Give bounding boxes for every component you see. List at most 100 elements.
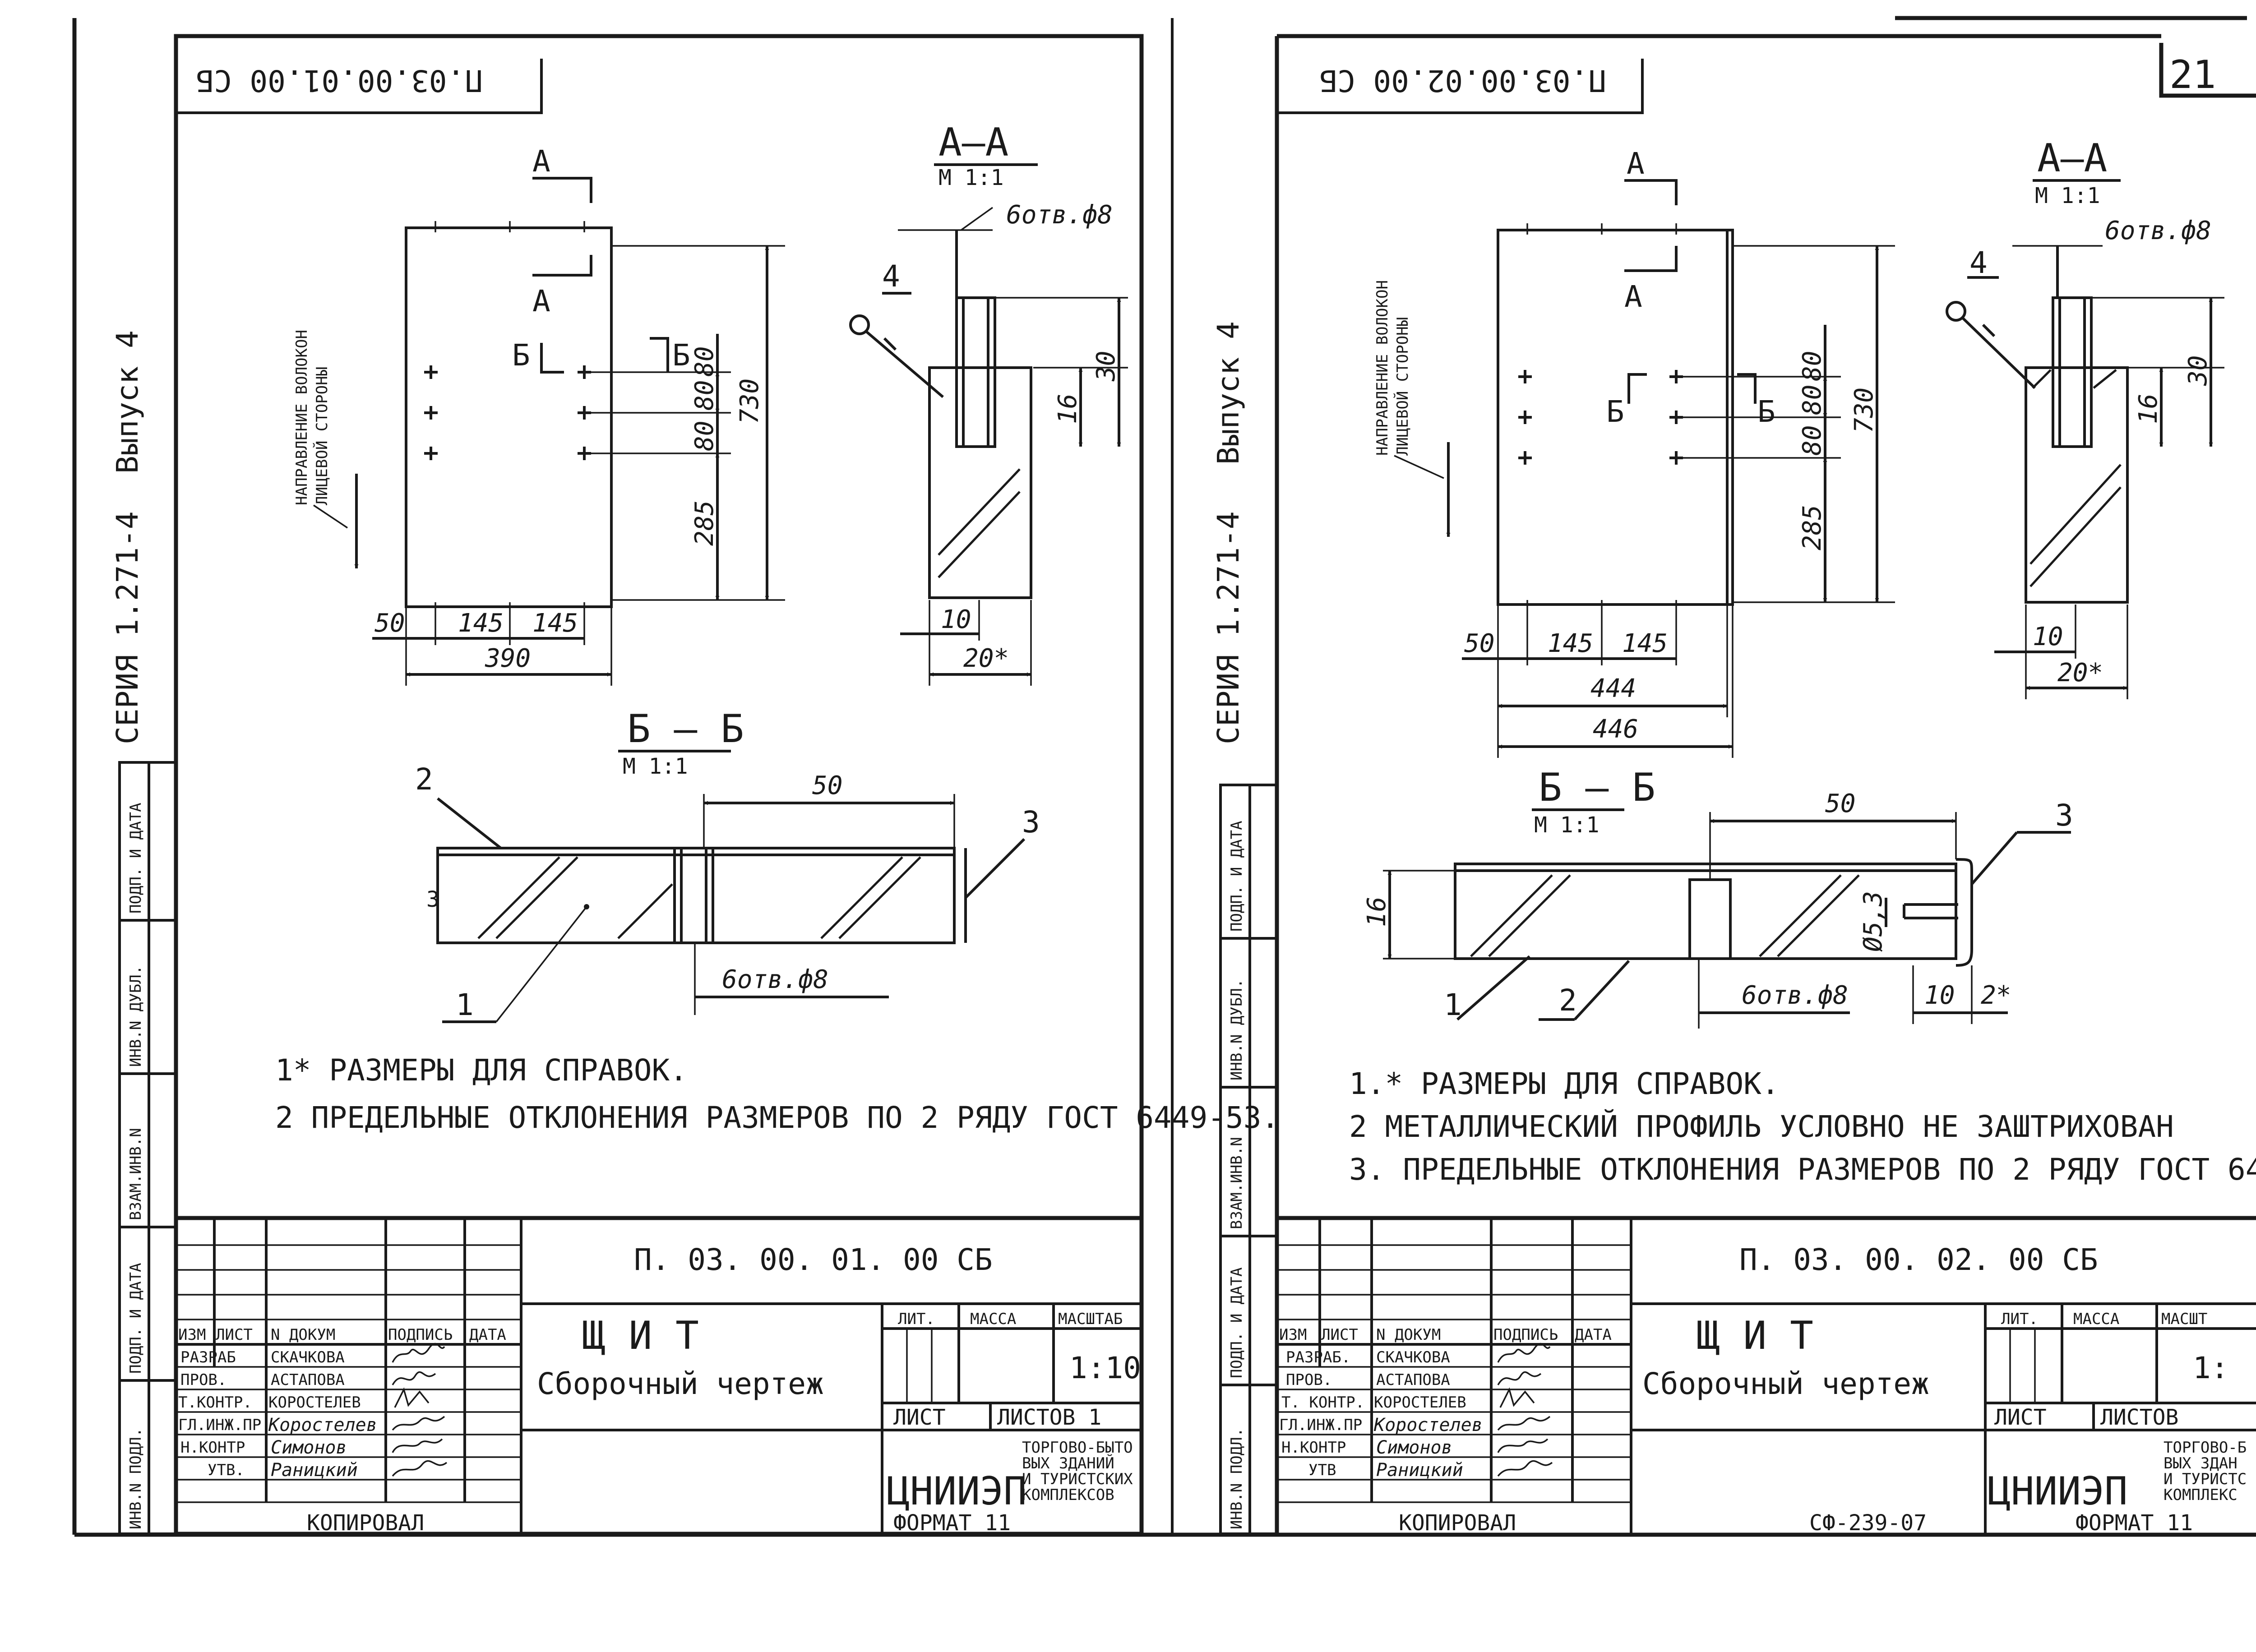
left-mark-b-left: Б <box>512 338 530 373</box>
right-grain-label: НАПРАВЛЕНИЕ ВОЛОКОН ЛИЦЕВОЙ СТОРОНЫ <box>1373 280 1451 537</box>
stamp-footer: СФ-239-07 <box>1809 1510 1927 1536</box>
right-org-sub-3: КОМПЛЕКС <box>2164 1486 2238 1504</box>
left-title-main: Щ И Т <box>582 1313 699 1358</box>
right-grain-text-1: ЛИЦЕВОЙ СТОРОНЫ <box>1393 317 1412 456</box>
right-front-view: А А Б Б 730 80 80 80 285 <box>1462 146 1895 758</box>
left-aa-30: 30 <box>1091 351 1121 382</box>
right-callout-4: 4 <box>1969 245 1988 280</box>
right-dim-145b: 145 <box>1622 629 1668 658</box>
left-role-1: ПРОВ. <box>180 1371 227 1389</box>
right-section-aa: А—А М 1:1 6отв.ф8 4 30 16 <box>1946 136 2224 699</box>
right-title-sub: Сборочный чертеж <box>1642 1366 1929 1401</box>
left-role-4: Н.КОНТР <box>180 1439 245 1457</box>
left-title-code: П. 03. 00. 01. 00 СБ <box>634 1242 993 1277</box>
left-bb-50: 50 <box>812 771 842 800</box>
right-format: ФОРМАТ 11 <box>2076 1510 2193 1536</box>
left-role-3: ГЛ.ИНЖ.ПР <box>178 1416 261 1434</box>
right-role-4: Н.КОНТР <box>1281 1439 1346 1457</box>
right-name-4: Симонов <box>1376 1437 1452 1458</box>
left-note-0: 1* РАЗМЕРЫ ДЛЯ СПРАВОК. <box>275 1053 688 1088</box>
left-callout-2: 2 <box>415 762 433 797</box>
right-dim-446: 446 <box>1593 715 1638 744</box>
left-mass-label: МАССА <box>970 1310 1016 1328</box>
right-callout-2: 2 <box>1559 983 1577 1018</box>
right-aa-16: 16 <box>2134 394 2163 424</box>
left-side-label-1: ПОДП. И ДАТА <box>127 1263 145 1374</box>
left-dim-145a: 145 <box>458 609 504 638</box>
left-title-sub: Сборочный чертеж <box>537 1366 824 1401</box>
right-sheet-label: ЛИСТ <box>1994 1405 2047 1430</box>
right-bb-50: 50 <box>1825 789 1855 818</box>
left-dim-80c: 80 <box>690 421 719 451</box>
right-mark-b-left: Б <box>1606 394 1624 429</box>
left-name-3: Коростелев <box>268 1415 377 1435</box>
left-callout-4: 4 <box>882 259 900 294</box>
right-col-list: ЛИСТ <box>1321 1326 1358 1344</box>
left-bb-holes: 6отв.ф8 <box>722 965 828 994</box>
left-format: ФОРМАТ 11 <box>893 1510 1011 1536</box>
left-aa-16: 16 <box>1053 394 1082 424</box>
right-dim-80b: 80 <box>1798 351 1827 381</box>
left-col-sign: ПОДПИСЬ <box>388 1326 453 1344</box>
right-role-2: Т. КОНТР. <box>1281 1394 1364 1412</box>
right-section-aa-title: А—А <box>2037 136 2107 181</box>
left-mark-b-right: Б <box>672 338 690 373</box>
left-col-list: ЛИСТ <box>216 1326 253 1344</box>
right-sheet: П.03.00.02.00 СБ СЕРИЯ 1.271-4 Выпуск 4 … <box>1211 34 2256 1536</box>
right-bb-53: Ø5,3 <box>1858 891 1888 952</box>
right-side-label-4: ПОДП. И ДАТА <box>1228 821 1246 932</box>
right-col-izm: ИЗМ <box>1279 1326 1307 1344</box>
left-name-0: СКАЧКОВА <box>271 1348 345 1366</box>
left-org-sub-0: ТОРГОВО-БЫТО <box>1022 1439 1133 1457</box>
right-dim-730: 730 <box>1849 388 1879 433</box>
right-aa-holes: 6отв.ф8 <box>2105 216 2211 245</box>
left-side-label-3: ИНВ.N ДУБЛ. <box>127 965 145 1067</box>
left-section-bb-title: Б — Б <box>627 706 744 752</box>
right-side-label-3: ИНВ.N ДУБЛ. <box>1228 979 1246 1080</box>
right-copied: КОПИРОВАЛ <box>1399 1510 1516 1536</box>
right-note-1: 2 МЕТАЛЛИЧЕСКИЙ ПРОФИЛЬ УСЛОВНО НЕ ЗАШТР… <box>1349 1109 2174 1144</box>
right-note-0: 1.* РАЗМЕРЫ ДЛЯ СПРАВОК. <box>1349 1066 1780 1101</box>
right-mass-label: МАССА <box>2073 1310 2119 1328</box>
left-side-label-0: ИНВ.N ПОДЛ. <box>127 1428 145 1529</box>
right-section-aa-scale: М 1:1 <box>2035 183 2100 208</box>
right-aa-10: 10 <box>2033 622 2063 651</box>
left-dim-390: 390 <box>485 644 531 673</box>
left-mark-a-top: А <box>532 144 550 179</box>
left-role-0: РАЗРАБ <box>180 1348 236 1366</box>
right-title-block: ИЗМ ЛИСТ N ДОКУМ ПОДПИСЬ ДАТА РАЗРАБ. ПР… <box>1277 1216 2256 1536</box>
right-role-5: УТВ <box>1308 1461 1336 1479</box>
left-section-aa-title: А—А <box>938 120 1008 165</box>
right-dim-145a: 145 <box>1548 629 1593 658</box>
right-side-label-0: ИНВ.N ПОДЛ. <box>1228 1428 1246 1529</box>
right-notes: 1.* РАЗМЕРЫ ДЛЯ СПРАВОК. 2 МЕТАЛЛИЧЕСКИЙ… <box>1349 1066 2256 1187</box>
left-org: ЦНИИЭП <box>887 1469 1027 1514</box>
left-top-code: П.03.00.01.00 СБ <box>196 63 483 98</box>
left-grain-label: НАПРАВЛЕНИЕ ВОЛОКОН ЛИЦЕВОЙ СТОРОНЫ <box>293 330 359 568</box>
right-mark-a-top: А <box>1627 146 1645 181</box>
left-scale-label: МАСШТАБ <box>1058 1310 1123 1328</box>
right-col-sign: ПОДПИСЬ <box>1493 1326 1558 1344</box>
right-mark-b-right: Б <box>1757 394 1775 429</box>
left-aa-20: 20* <box>963 644 1009 673</box>
right-org-sub-1: ВЫХ ЗДАН <box>2164 1454 2238 1472</box>
right-role-1: ПРОВ. <box>1286 1371 1332 1389</box>
left-side-stamp: ИНВ.N ПОДЛ. ПОДП. И ДАТА ВЗАМ.ИНВ.N ИНВ.… <box>118 761 177 1535</box>
left-mark-a-bottom: А <box>532 284 550 318</box>
left-side-label-2: ВЗАМ.ИНВ.N <box>127 1128 145 1220</box>
left-sheet: П.03.00.01.00 СБ СЕРИЯ 1.271-4 Выпуск 4 … <box>110 34 1279 1536</box>
right-dim-80a: 80 <box>1798 385 1827 415</box>
right-bb-holes: 6отв.ф8 <box>1742 981 1848 1010</box>
right-org-sub-0: ТОРГОВО-Б <box>2164 1439 2247 1457</box>
left-grain-text-0: НАПРАВЛЕНИЕ ВОЛОКОН <box>293 330 311 505</box>
outer-frame <box>72 16 2256 1537</box>
sheet-number-text: 21 <box>2169 52 2216 97</box>
left-aa-10: 10 <box>941 605 971 634</box>
left-grain-text-1: ЛИЦЕВОЙ СТОРОНЫ <box>313 367 331 505</box>
right-dim-50: 50 <box>1464 629 1494 658</box>
right-note-2: 3. ПРЕДЕЛЬНЫЕ ОТКЛОНЕНИЯ РАЗМЕРОВ ПО 2 Р… <box>1349 1152 2256 1187</box>
left-callout-1: 1 <box>456 988 474 1022</box>
left-org-sub-1: ВЫХ ЗДАНИЙ <box>1022 1454 1114 1472</box>
left-dim-80a: 80 <box>690 380 719 411</box>
right-sheets-label: ЛИСТОВ <box>2100 1405 2178 1430</box>
